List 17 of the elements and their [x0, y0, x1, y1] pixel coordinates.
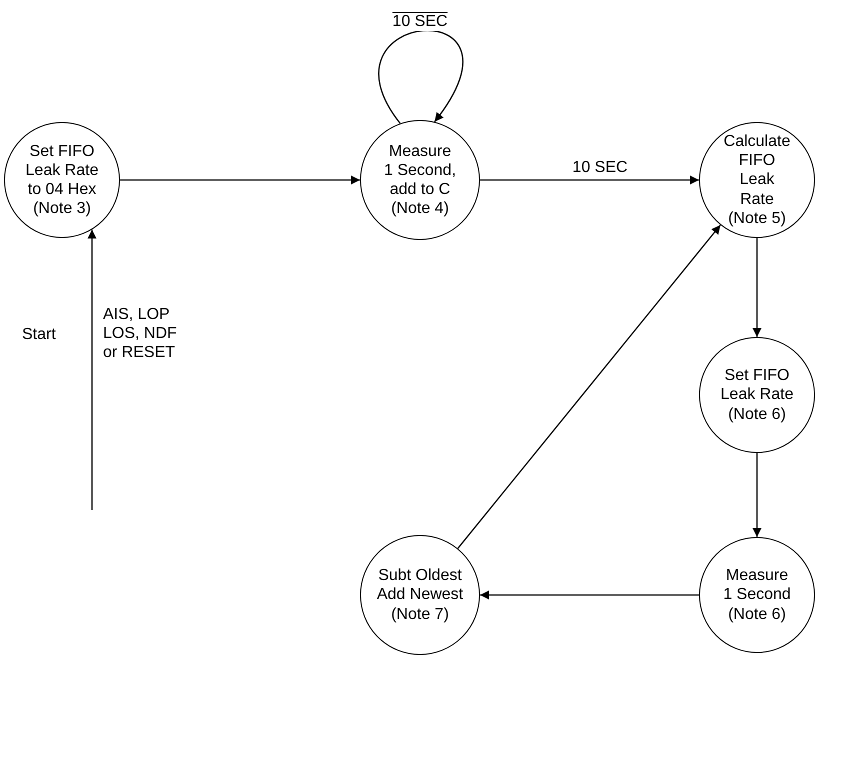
state-label: Set FIFO Leak Rate to 04 Hex (Note 3) — [24, 142, 100, 218]
edge-label: AIS, LOP LOS, NDF or RESET — [103, 306, 177, 362]
arrow — [480, 176, 699, 184]
state-label: Calculate FIFO Leak Rate (Note 5) — [722, 132, 792, 228]
arrow — [480, 590, 699, 600]
edge-label: 10 SEC — [392, 13, 448, 30]
arrow — [457, 224, 721, 549]
state-label: Subt Oldest Add Newest (Note 7) — [376, 566, 464, 624]
arrow — [88, 230, 96, 510]
arrow — [378, 30, 463, 124]
arrow — [752, 238, 762, 337]
arrow — [752, 453, 762, 537]
state-label: Measure 1 Second (Note 6) — [722, 566, 792, 624]
state-label: Measure 1 Second, add to C (Note 4) — [383, 142, 457, 218]
state-label: Set FIFO Leak Rate (Note 6) — [720, 366, 794, 424]
arrow — [120, 176, 360, 184]
edge-label: 10 SEC — [572, 159, 628, 176]
